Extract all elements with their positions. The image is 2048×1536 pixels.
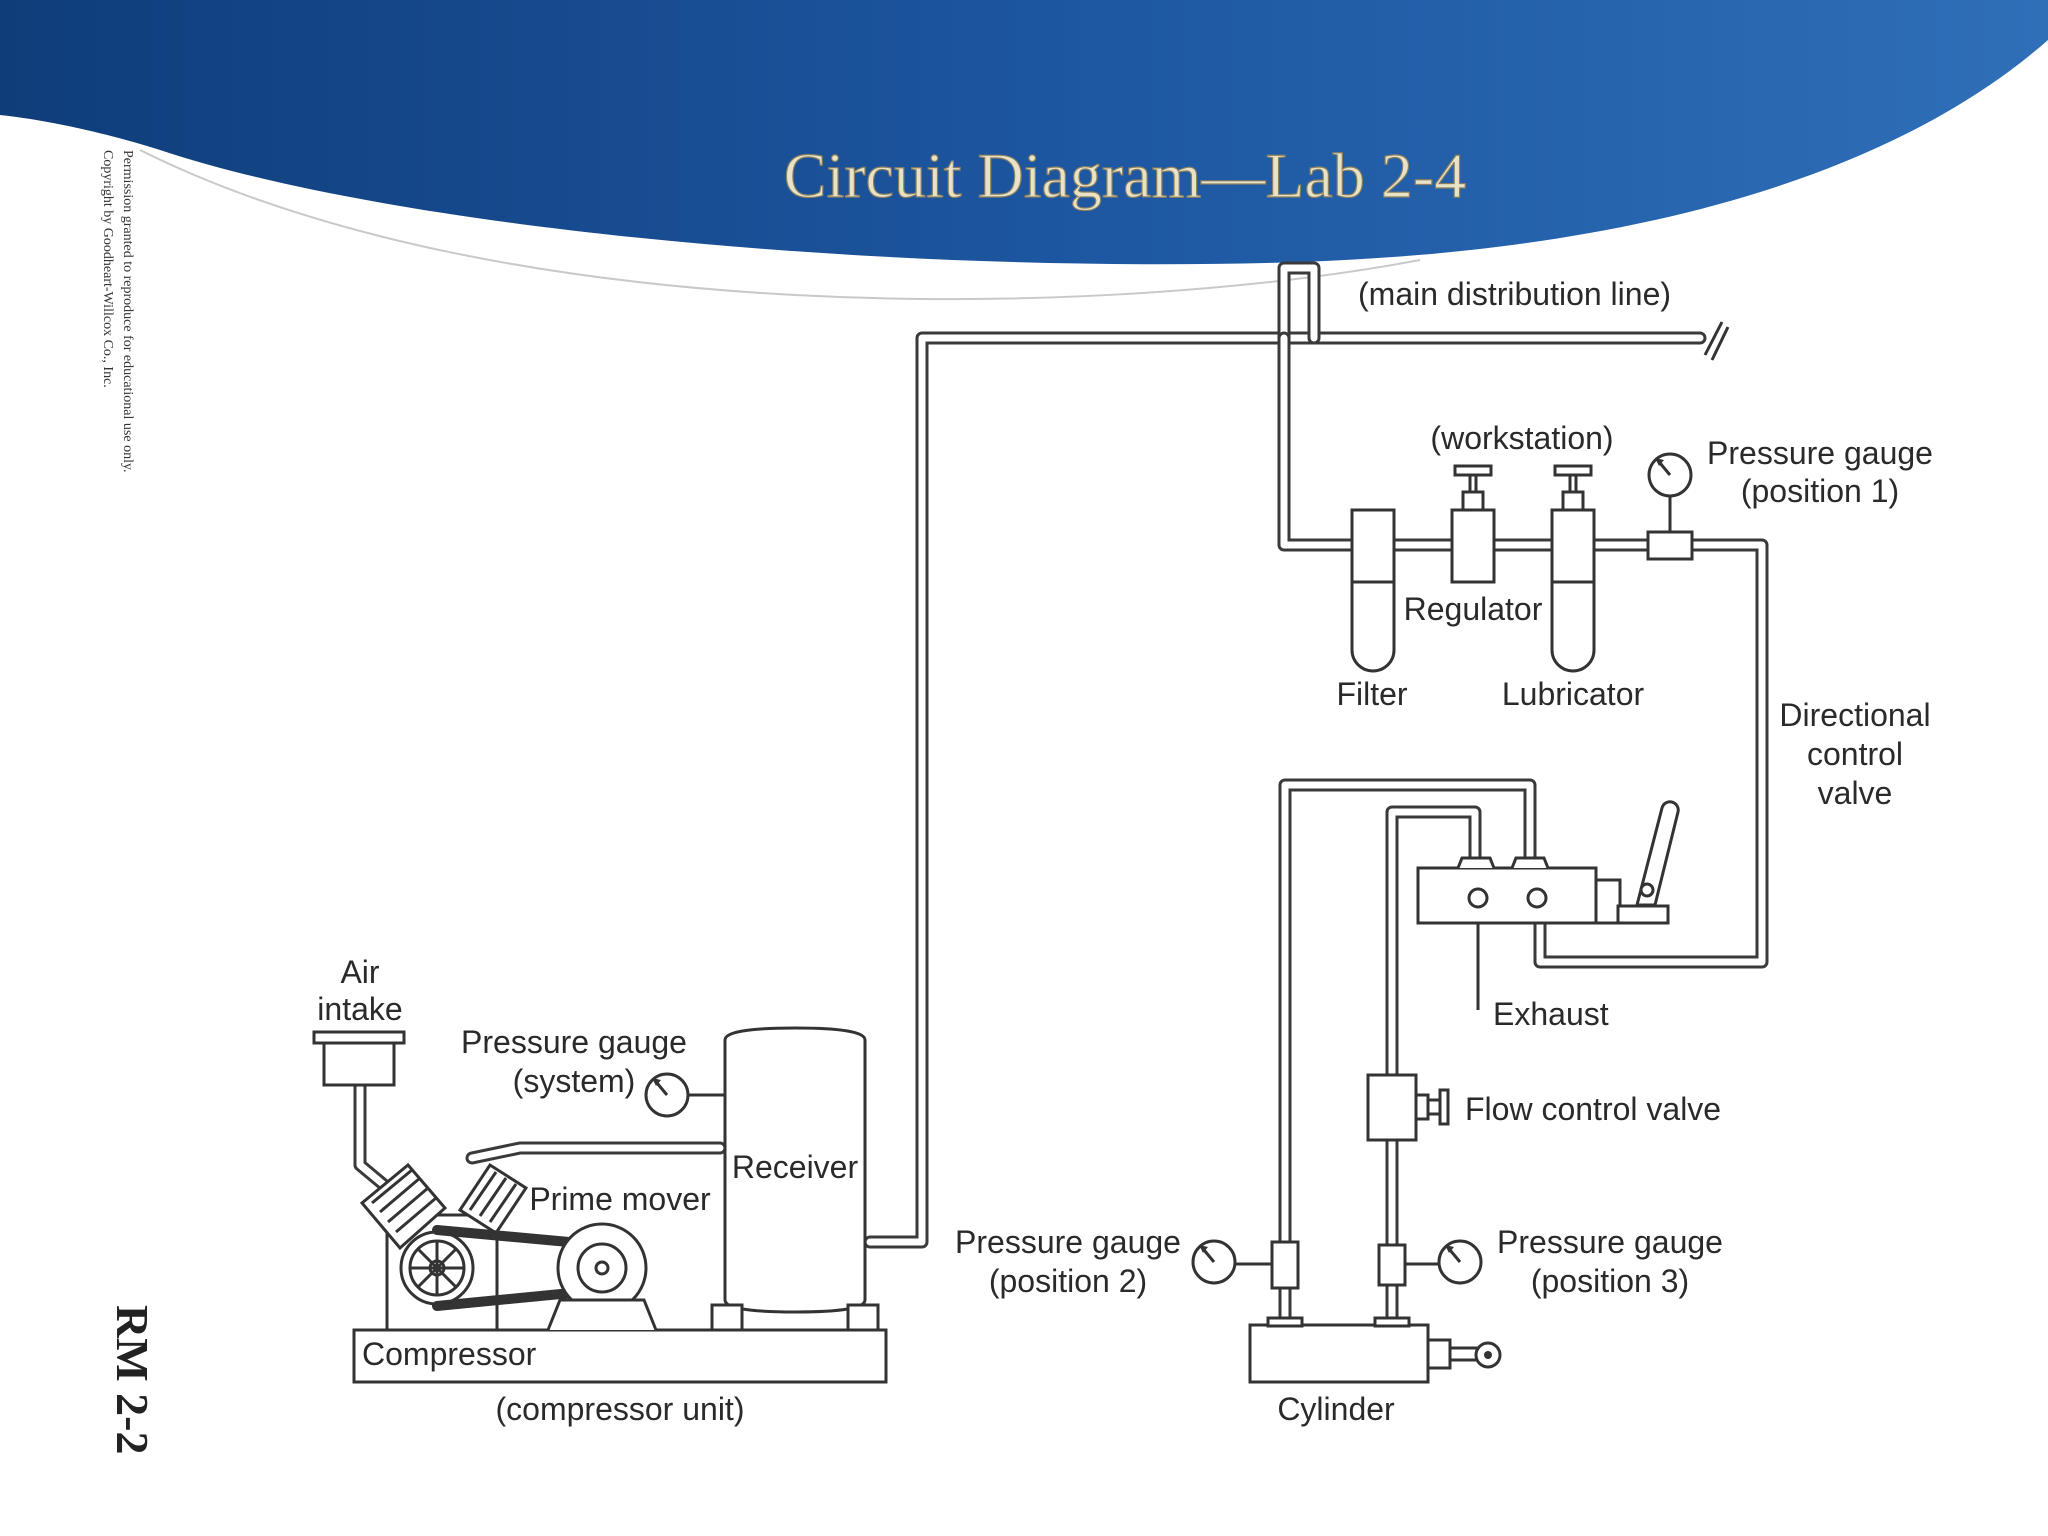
regulator <box>1450 464 1496 584</box>
copyright-line2: Copyright by Goodheart-Willcox Co., Inc. <box>100 150 115 388</box>
labels: (main distribution line) (workstation) P… <box>317 276 1933 1427</box>
lubricator <box>1550 464 1596 673</box>
label-filter: Filter <box>1336 676 1407 712</box>
label-gauge-pos2-b: (position 2) <box>989 1263 1147 1299</box>
label-air-intake-a: Air <box>340 954 379 990</box>
label-workstation: (workstation) <box>1430 420 1613 456</box>
line-break-mark <box>1703 321 1730 361</box>
cylinder <box>1248 1316 1502 1384</box>
pressure-gauge-position-3 <box>1377 1239 1483 1287</box>
label-regulator: Regulator <box>1404 591 1543 627</box>
label-gauge-system-a: Pressure gauge <box>461 1024 687 1060</box>
label-gauge-pos1-a: Pressure gauge <box>1707 435 1933 471</box>
label-gauge-pos3-b: (position 3) <box>1531 1263 1689 1299</box>
compressor-unit <box>312 1026 888 1384</box>
label-exhaust: Exhaust <box>1493 996 1609 1032</box>
label-dcv-b: control <box>1807 736 1903 772</box>
pressure-gauge-position-1 <box>1646 452 1694 561</box>
label-air-intake-b: intake <box>317 991 402 1027</box>
page-ref: RM 2-2 <box>107 1305 158 1454</box>
directional-control-valve <box>1416 800 1680 1010</box>
pressure-gauge-position-2 <box>1191 1239 1300 1290</box>
label-gauge-pos1-b: (position 1) <box>1741 473 1899 509</box>
copyright-line1: Permission granted to reproduce for educ… <box>120 150 135 473</box>
label-gauge-system-b: (system) <box>513 1063 636 1099</box>
flow-control-valve <box>1366 1073 1450 1142</box>
label-gauge-pos2-a: Pressure gauge <box>955 1224 1181 1260</box>
header-band <box>0 0 2048 265</box>
label-dcv-c: valve <box>1818 775 1893 811</box>
label-receiver: Receiver <box>732 1149 859 1185</box>
label-lubricator: Lubricator <box>1502 676 1645 712</box>
slide-title: Circuit Diagram—Lab 2-4 <box>784 140 1466 211</box>
label-cylinder: Cylinder <box>1277 1391 1395 1427</box>
filter <box>1350 508 1396 673</box>
label-gauge-pos3-a: Pressure gauge <box>1497 1224 1723 1260</box>
label-compressor: Compressor <box>362 1336 537 1372</box>
label-flow-control-valve: Flow control valve <box>1465 1091 1721 1127</box>
label-prime-mover: Prime mover <box>529 1181 711 1217</box>
label-compressor-unit: (compressor unit) <box>496 1391 745 1427</box>
header-swoosh <box>139 149 1421 301</box>
label-dcv-a: Directional <box>1779 697 1930 733</box>
label-main-distribution-line: (main distribution line) <box>1358 276 1671 312</box>
